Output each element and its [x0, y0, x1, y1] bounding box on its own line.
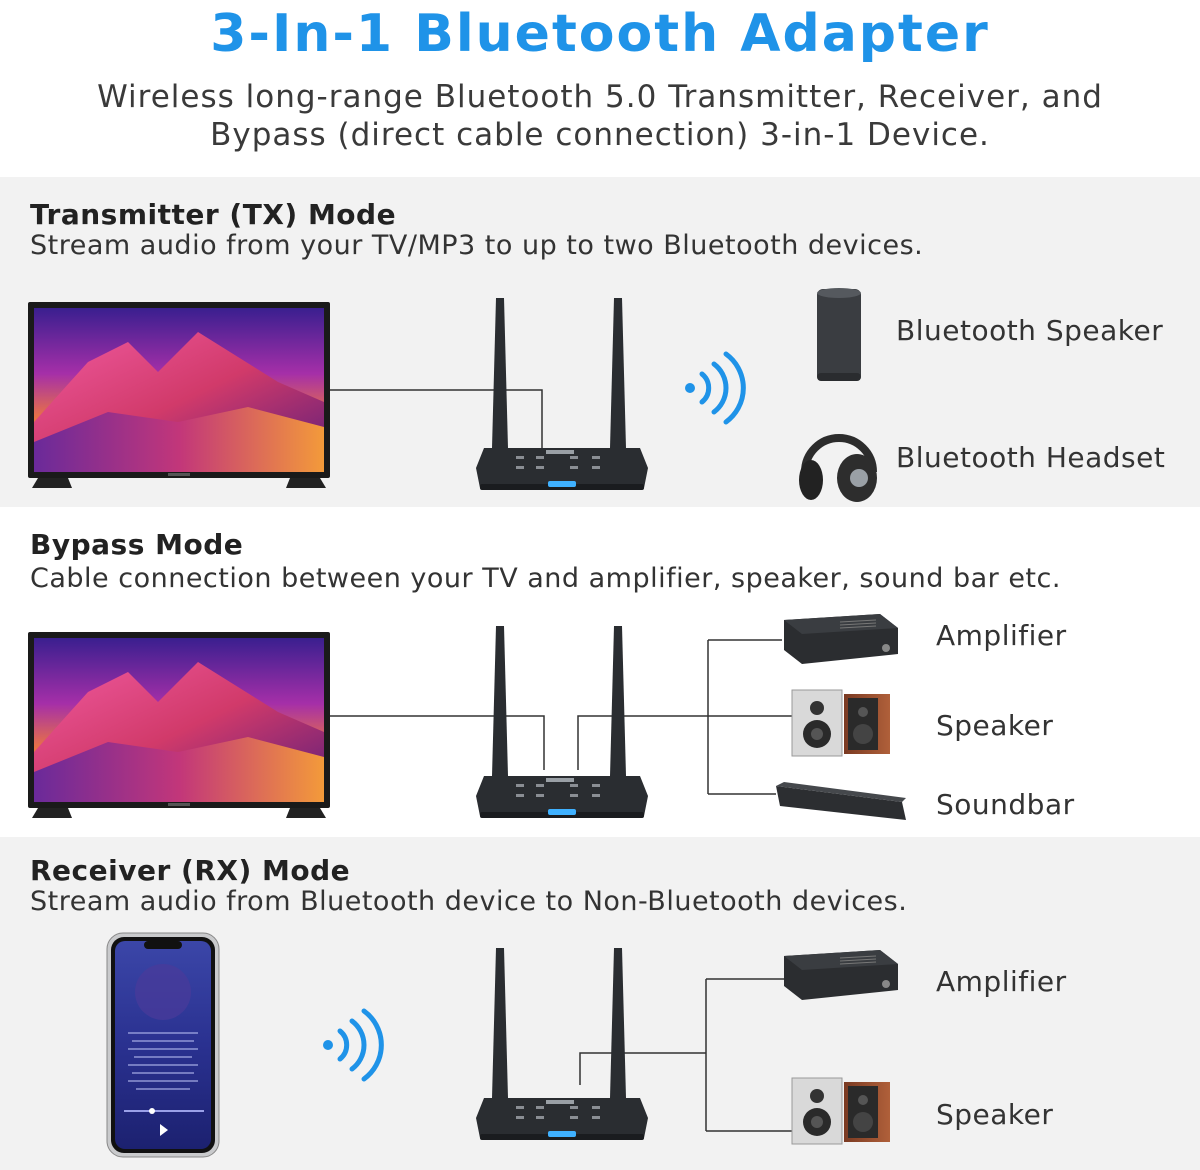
device-label-speaker: Speaker [936, 709, 1054, 742]
device-label-bluetooth-headset: Bluetooth Headset [896, 441, 1166, 474]
tx-cable [330, 389, 543, 460]
tv-icon [28, 632, 330, 818]
device-label-speaker-rx: Speaker [936, 1098, 1054, 1131]
subtitle-line-2: Bypass (direct cable connection) 3-in-1 … [210, 117, 990, 153]
rx-mode-title: Receiver (RX) Mode [30, 854, 351, 887]
device-label-amplifier: Amplifier [936, 619, 1067, 652]
amplifier-icon [784, 950, 898, 1000]
bluetooth-adapter-icon [476, 626, 648, 818]
tx-mode-title: Transmitter (TX) Mode [30, 198, 397, 231]
wireless-signal-icon [323, 1008, 384, 1082]
bluetooth-speaker-icon [817, 288, 861, 381]
tv-icon [28, 302, 330, 488]
bluetooth-adapter-icon [476, 948, 648, 1140]
page-title: 3-In-1 Bluetooth Adapter [210, 4, 990, 64]
device-label-bluetooth-speaker: Bluetooth Speaker [896, 314, 1164, 347]
page-subtitle: Wireless long-range Bluetooth 5.0 Transm… [0, 78, 1200, 154]
bookshelf-speaker-icon [791, 689, 890, 757]
smartphone-icon [106, 932, 220, 1158]
soundbar-icon [776, 782, 906, 820]
bypass-mode-title: Bypass Mode [30, 528, 244, 561]
device-label-soundbar: Soundbar [936, 788, 1075, 821]
amplifier-icon [784, 614, 898, 664]
rx-mode-desc: Stream audio from Bluetooth device to No… [30, 886, 908, 917]
rx-cables [579, 978, 795, 1132]
tx-mode-desc: Stream audio from your TV/MP3 to up to t… [30, 230, 924, 261]
wireless-signal-icon [685, 351, 746, 425]
bypass-cables [330, 639, 792, 795]
bluetooth-adapter-icon [476, 298, 648, 490]
headphones-icon [799, 434, 877, 502]
device-label-amplifier-rx: Amplifier [936, 965, 1067, 998]
bypass-mode-desc: Cable connection between your TV and amp… [30, 563, 1061, 594]
subtitle-line-1: Wireless long-range Bluetooth 5.0 Transm… [97, 79, 1103, 115]
bookshelf-speaker-icon [791, 1077, 890, 1145]
